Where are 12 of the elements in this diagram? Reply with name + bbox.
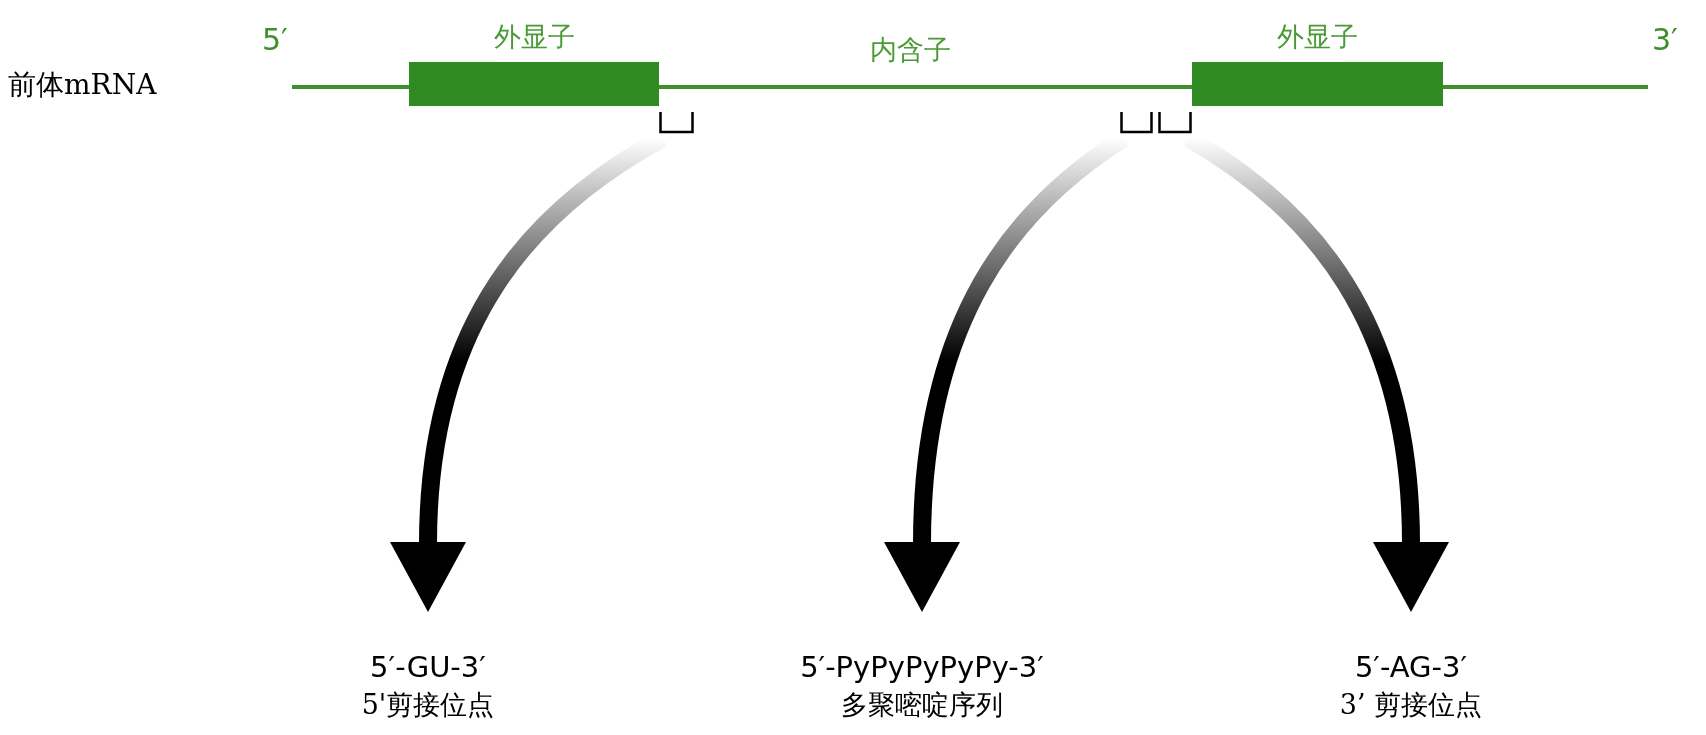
site-label: 多聚嘧啶序列 bbox=[841, 688, 1003, 722]
end-label: 3′ bbox=[1652, 22, 1678, 58]
site-label: 3’ 剪接位点 bbox=[1339, 688, 1483, 722]
end-label: 5′ bbox=[262, 22, 288, 58]
molecule-label: 前体mRNA bbox=[8, 68, 157, 102]
intron-label: 内含子 bbox=[870, 34, 951, 67]
site-label: 5'剪接位点 bbox=[361, 688, 495, 722]
exon-label: 外显子 bbox=[1277, 20, 1358, 54]
sequence-label: 5′-PyPyPyPyPy-3′ bbox=[800, 649, 1044, 686]
sequence-label: 5′-GU-3′ bbox=[370, 649, 486, 686]
sequence-label: 5′-AG-3′ bbox=[1354, 649, 1468, 686]
exon-label: 外显子 bbox=[493, 20, 575, 54]
